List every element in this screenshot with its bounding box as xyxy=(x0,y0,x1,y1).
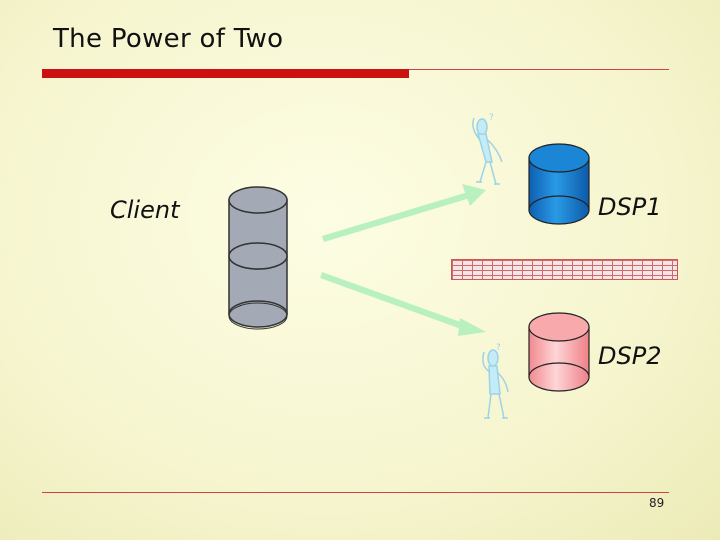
dsp2-database-icon xyxy=(528,312,590,392)
arrow-to-dsp1-icon xyxy=(322,184,486,242)
dsp1-database-icon xyxy=(528,143,590,225)
firewall-icon xyxy=(451,259,678,280)
page-number: 89 xyxy=(649,496,665,510)
footer-divider xyxy=(42,492,669,493)
svg-text:?: ? xyxy=(489,113,494,123)
dsp1-label: DSP1 xyxy=(598,193,662,221)
dsp2-label: DSP2 xyxy=(598,342,662,370)
client-database-icon xyxy=(228,186,288,330)
title-accent-bar xyxy=(42,69,409,78)
arrow-to-dsp2-icon xyxy=(320,272,486,336)
title-underline xyxy=(409,69,669,70)
client-label: Client xyxy=(110,196,180,224)
person-figure-top-icon: ? xyxy=(472,113,503,185)
svg-text:?: ? xyxy=(496,343,501,353)
slide-title: The Power of Two xyxy=(53,24,284,54)
person-figure-bottom-icon: ? xyxy=(482,343,509,419)
